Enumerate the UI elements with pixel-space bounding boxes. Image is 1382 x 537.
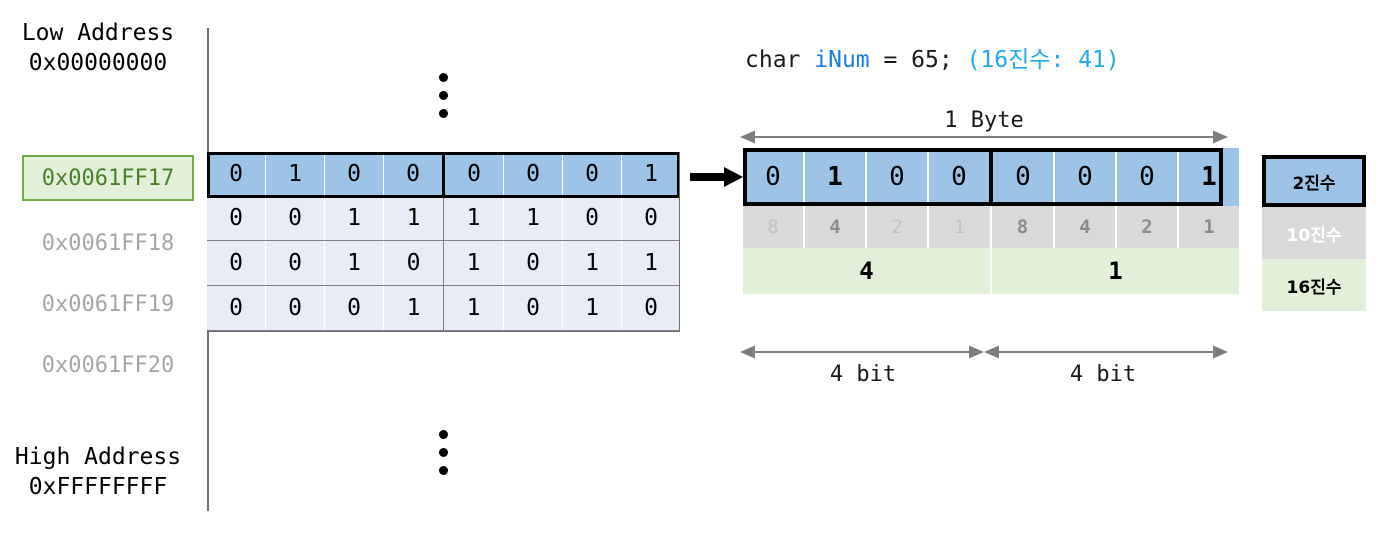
table-row[interactable]: 0 0 1 1 1 1 0 0 [207, 196, 680, 241]
memory-bit: 0 [503, 152, 563, 196]
bit-weight: 2 [866, 206, 929, 248]
code-declaration: char iNum = 65; (16진수: 41) [745, 40, 1120, 74]
memory-bit: 0 [562, 152, 622, 196]
memory-bit: 0 [265, 196, 325, 241]
memory-bit: 1 [443, 240, 504, 286]
byte-bit: 0 [1116, 148, 1179, 206]
memory-bit: 0 [265, 240, 325, 286]
hex-digit-high: 4 [743, 248, 992, 294]
memory-bit: 0 [383, 240, 444, 286]
nibble-span-arrows-icon [740, 345, 1228, 359]
byte-weights-row: 8 4 2 1 8 4 2 1 [743, 206, 1239, 248]
byte-span-label: 1 Byte [944, 108, 1024, 133]
byte-span-arrow-icon [740, 130, 1228, 144]
memory-bit: 1 [562, 285, 622, 331]
code-keyword: char [745, 47, 815, 73]
memory-bit: 0 [324, 152, 384, 196]
memory-continuation-dots-top [428, 64, 458, 118]
byte-bit: 0 [866, 148, 929, 206]
address-label-0061FF18: 0x0061FF18 [41, 230, 175, 256]
memory-bit: 1 [265, 152, 325, 196]
memory-bit: 0 [621, 285, 680, 331]
memory-bit: 0 [562, 196, 622, 241]
nibble-span-labels: 4 bit 4 bit [743, 362, 1223, 387]
memory-bit: 0 [443, 152, 504, 196]
address-label-0061FF19: 0x0061FF19 [41, 291, 175, 317]
memory-bit-grid: 0 1 0 0 0 0 0 1 0 0 1 1 1 1 0 0 0 0 1 0 … [207, 152, 680, 331]
memory-continuation-dots-bottom [428, 421, 458, 475]
memory-bit: 0 [503, 285, 563, 331]
memory-bit: 0 [503, 240, 563, 286]
memory-bit: 1 [383, 196, 444, 241]
bit-weight: 8 [991, 206, 1055, 248]
memory-bit: 1 [443, 196, 504, 241]
memory-bit: 0 [207, 240, 266, 286]
low-address-label: Low Address 0x00000000 [21, 20, 175, 76]
table-row[interactable]: 0 1 0 0 0 0 0 1 [207, 152, 680, 196]
notation-legend: 2진수 10진수 16진수 [1262, 155, 1366, 311]
code-identifier: iNum [814, 47, 870, 73]
legend-item-binary: 2진수 [1262, 155, 1366, 207]
memory-bit: 1 [324, 196, 384, 241]
selected-address-chip[interactable]: 0x0061FF17 [22, 155, 194, 201]
address-label-0061FF20: 0x0061FF20 [41, 352, 175, 378]
byte-bit: 0 [1054, 148, 1117, 206]
memory-bit: 1 [443, 285, 504, 331]
memory-bit: 0 [324, 285, 384, 331]
byte-bits-row: 0 1 0 0 0 0 0 1 [743, 148, 1239, 206]
nibble-label-low: 4 bit [1069, 362, 1137, 387]
bit-weight: 8 [743, 206, 805, 248]
memory-bit: 0 [207, 196, 266, 241]
nibble-label-high: 4 bit [829, 362, 897, 387]
byte-bit: 1 [804, 148, 867, 206]
memory-bit: 1 [621, 240, 680, 286]
legend-item-decimal: 10진수 [1262, 207, 1366, 259]
byte-bit: 0 [743, 148, 805, 206]
memory-grid-bottom-line [207, 331, 680, 332]
bit-weight: 4 [804, 206, 867, 248]
memory-bit: 1 [324, 240, 384, 286]
memory-layout-panel: Low Address 0x00000000 High Address 0xFF… [14, 20, 743, 511]
legend-item-hex: 16진수 [1262, 259, 1366, 311]
byte-bit: 1 [1178, 148, 1239, 206]
table-row[interactable]: 0 0 1 0 1 0 1 1 [207, 240, 680, 286]
high-address-label: High Address 0xFFFFFFFF [14, 444, 182, 500]
memory-bit: 1 [503, 196, 563, 241]
memory-bit: 1 [383, 285, 444, 331]
byte-bit: 0 [928, 148, 993, 206]
hex-digit-low: 1 [991, 248, 1239, 294]
bit-weight: 4 [1054, 206, 1117, 248]
byte-bit: 0 [991, 148, 1055, 206]
byte-detail-table: 0 1 0 0 0 0 0 1 8 4 2 1 8 4 2 1 4 1 [743, 148, 1239, 294]
memory-bit: 0 [383, 152, 445, 196]
bit-weight: 1 [928, 206, 992, 248]
byte-hex-row: 4 1 [743, 248, 1239, 294]
memory-bit: 1 [562, 240, 622, 286]
code-assignment: = 65; [869, 47, 967, 73]
memory-grid-right-edge [679, 152, 680, 332]
code-hex-note: (16진수: 41) [966, 47, 1120, 73]
bit-weight: 1 [1178, 206, 1239, 248]
transfer-arrow-icon [690, 167, 743, 187]
memory-bit: 1 [621, 152, 680, 196]
bit-weight: 2 [1116, 206, 1179, 248]
memory-bit: 0 [265, 285, 325, 331]
memory-bit: 0 [621, 196, 680, 241]
table-row[interactable]: 0 0 0 1 1 0 1 0 [207, 285, 680, 331]
memory-bit: 0 [207, 152, 266, 196]
memory-bit: 0 [207, 285, 266, 331]
